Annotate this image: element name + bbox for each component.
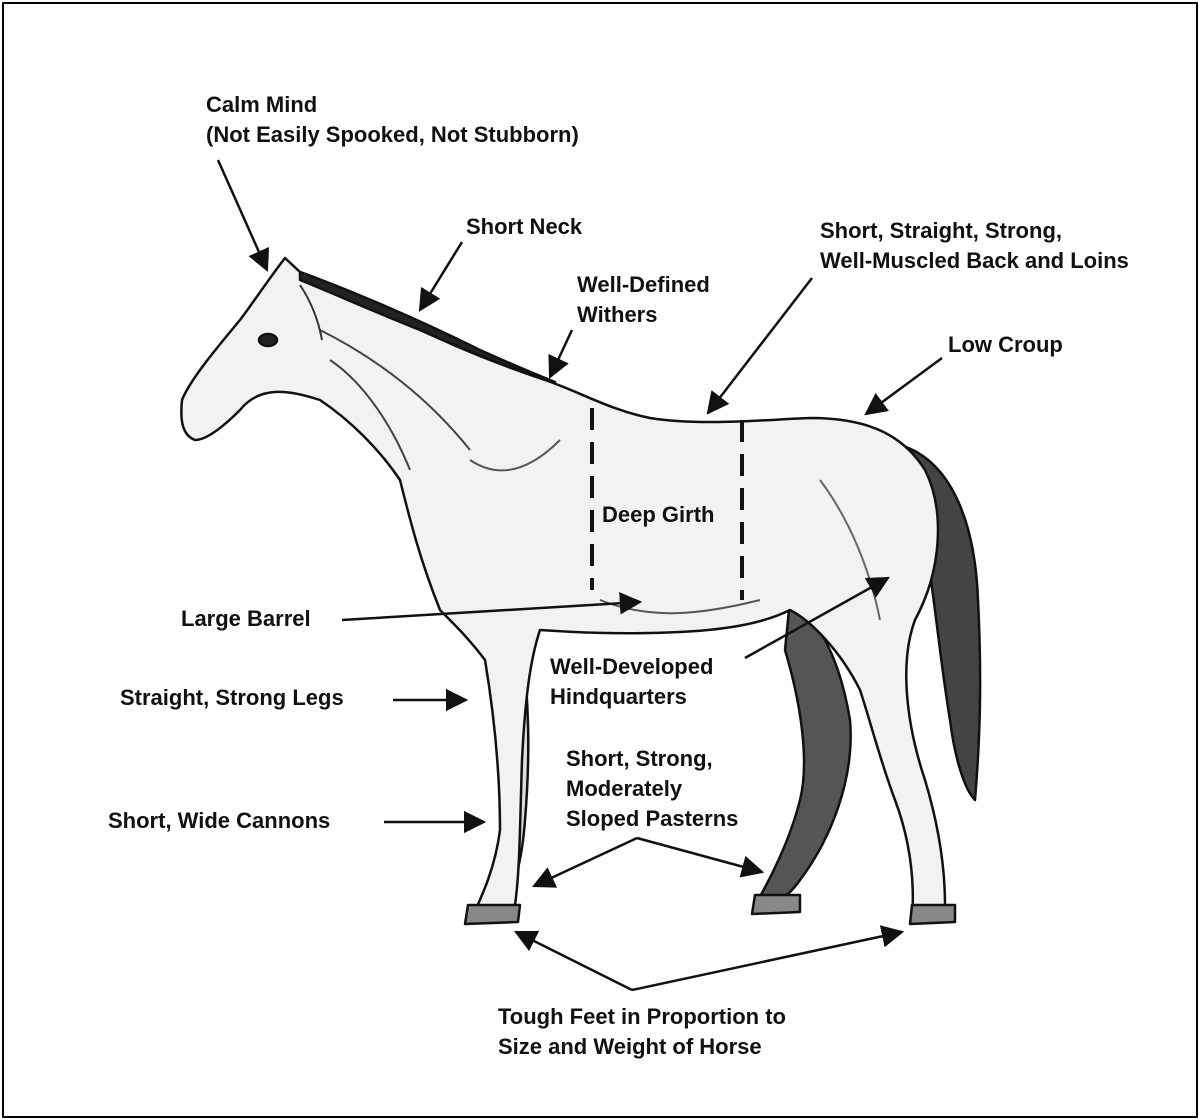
label-deep-girth: Deep Girth xyxy=(602,500,714,530)
label-withers: Well-Defined Withers xyxy=(577,270,710,330)
horse-eye xyxy=(259,334,277,346)
label-legs: Straight, Strong Legs xyxy=(120,683,344,713)
arrow-pastern-hind xyxy=(637,838,762,872)
hoof-hind-near xyxy=(910,905,955,924)
label-feet: Tough Feet in Proportion to Size and Wei… xyxy=(498,1002,786,1062)
label-pasterns: Short, Strong, Moderately Sloped Pastern… xyxy=(566,744,738,834)
label-short-neck: Short Neck xyxy=(466,212,582,242)
arrow-calm-mind xyxy=(218,160,267,270)
label-low-croup: Low Croup xyxy=(948,330,1063,360)
arrow-withers xyxy=(550,330,572,377)
label-hindquarters: Well-Developed Hindquarters xyxy=(550,652,713,712)
arrow-pastern-front xyxy=(534,838,637,886)
hoof-hind-far xyxy=(752,895,800,914)
arrow-short-neck xyxy=(420,242,462,310)
label-cannons: Short, Wide Cannons xyxy=(108,806,330,836)
label-back-loins: Short, Straight, Strong, Well-Muscled Ba… xyxy=(820,216,1129,276)
arrow-low-croup xyxy=(866,358,942,414)
arrow-feet-front xyxy=(516,932,632,990)
arrow-feet-hind xyxy=(632,932,902,990)
hoof-front-near xyxy=(465,905,520,924)
arrow-back-loins xyxy=(708,278,812,413)
label-large-barrel: Large Barrel xyxy=(181,604,311,634)
label-calm-mind: Calm Mind (Not Easily Spooked, Not Stubb… xyxy=(206,90,579,150)
